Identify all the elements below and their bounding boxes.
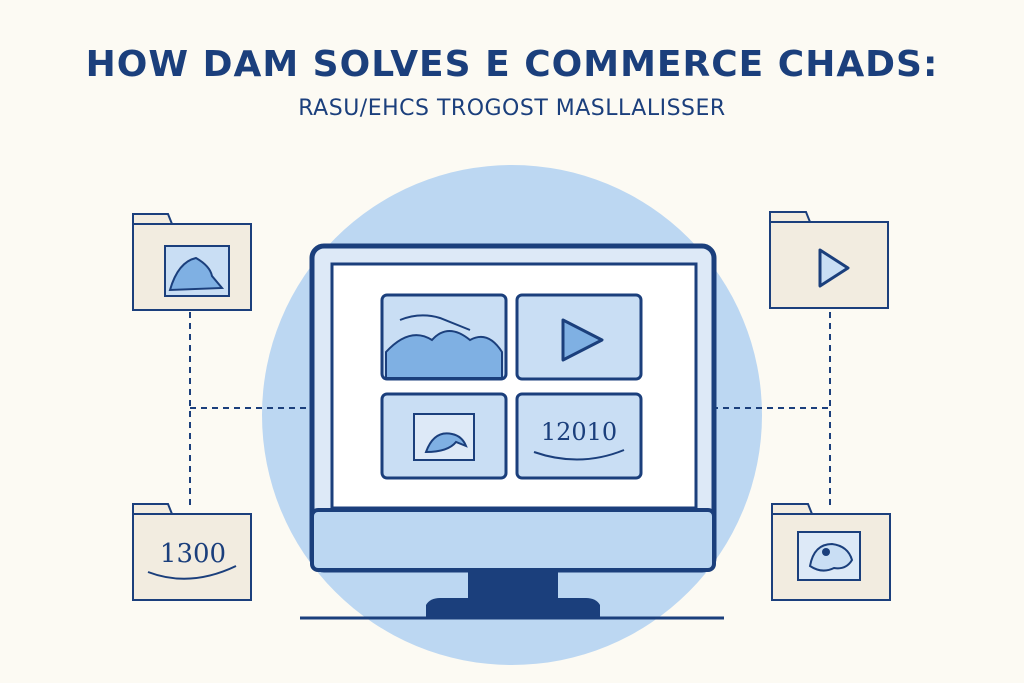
folder-number-text: 1300	[160, 539, 226, 569]
screen-tile-number[interactable]: 12010	[515, 392, 643, 480]
monitor	[300, 243, 724, 620]
underline-swoosh	[533, 449, 625, 461]
mountain-image-icon	[385, 314, 503, 379]
folder-icon	[132, 513, 252, 601]
play-icon	[818, 248, 850, 288]
screen-tile-number-text: 12010	[541, 418, 617, 446]
page-title: HOW DAM SOLVES E COMMERCE CHADS:	[85, 44, 939, 85]
folder-top-right[interactable]	[769, 211, 889, 309]
bird-image-icon	[808, 542, 854, 572]
image-icon	[168, 256, 225, 292]
play-icon	[561, 318, 604, 362]
screen-tile-video[interactable]	[515, 293, 643, 381]
fish-image-icon	[424, 432, 468, 454]
screen-tile-mountain[interactable]	[380, 293, 508, 381]
screen-tile-image[interactable]	[380, 392, 508, 480]
page-subtitle: RASU/EHCS TROGOST MASLLALISSER	[298, 96, 726, 121]
folder-top-left[interactable]	[132, 213, 252, 311]
folder-bottom-right[interactable]	[771, 503, 891, 601]
underline-swoosh	[147, 565, 237, 580]
folder-bottom-left[interactable]: 1300	[132, 503, 252, 601]
connector-lines	[189, 312, 831, 505]
monitor-base	[426, 598, 600, 618]
